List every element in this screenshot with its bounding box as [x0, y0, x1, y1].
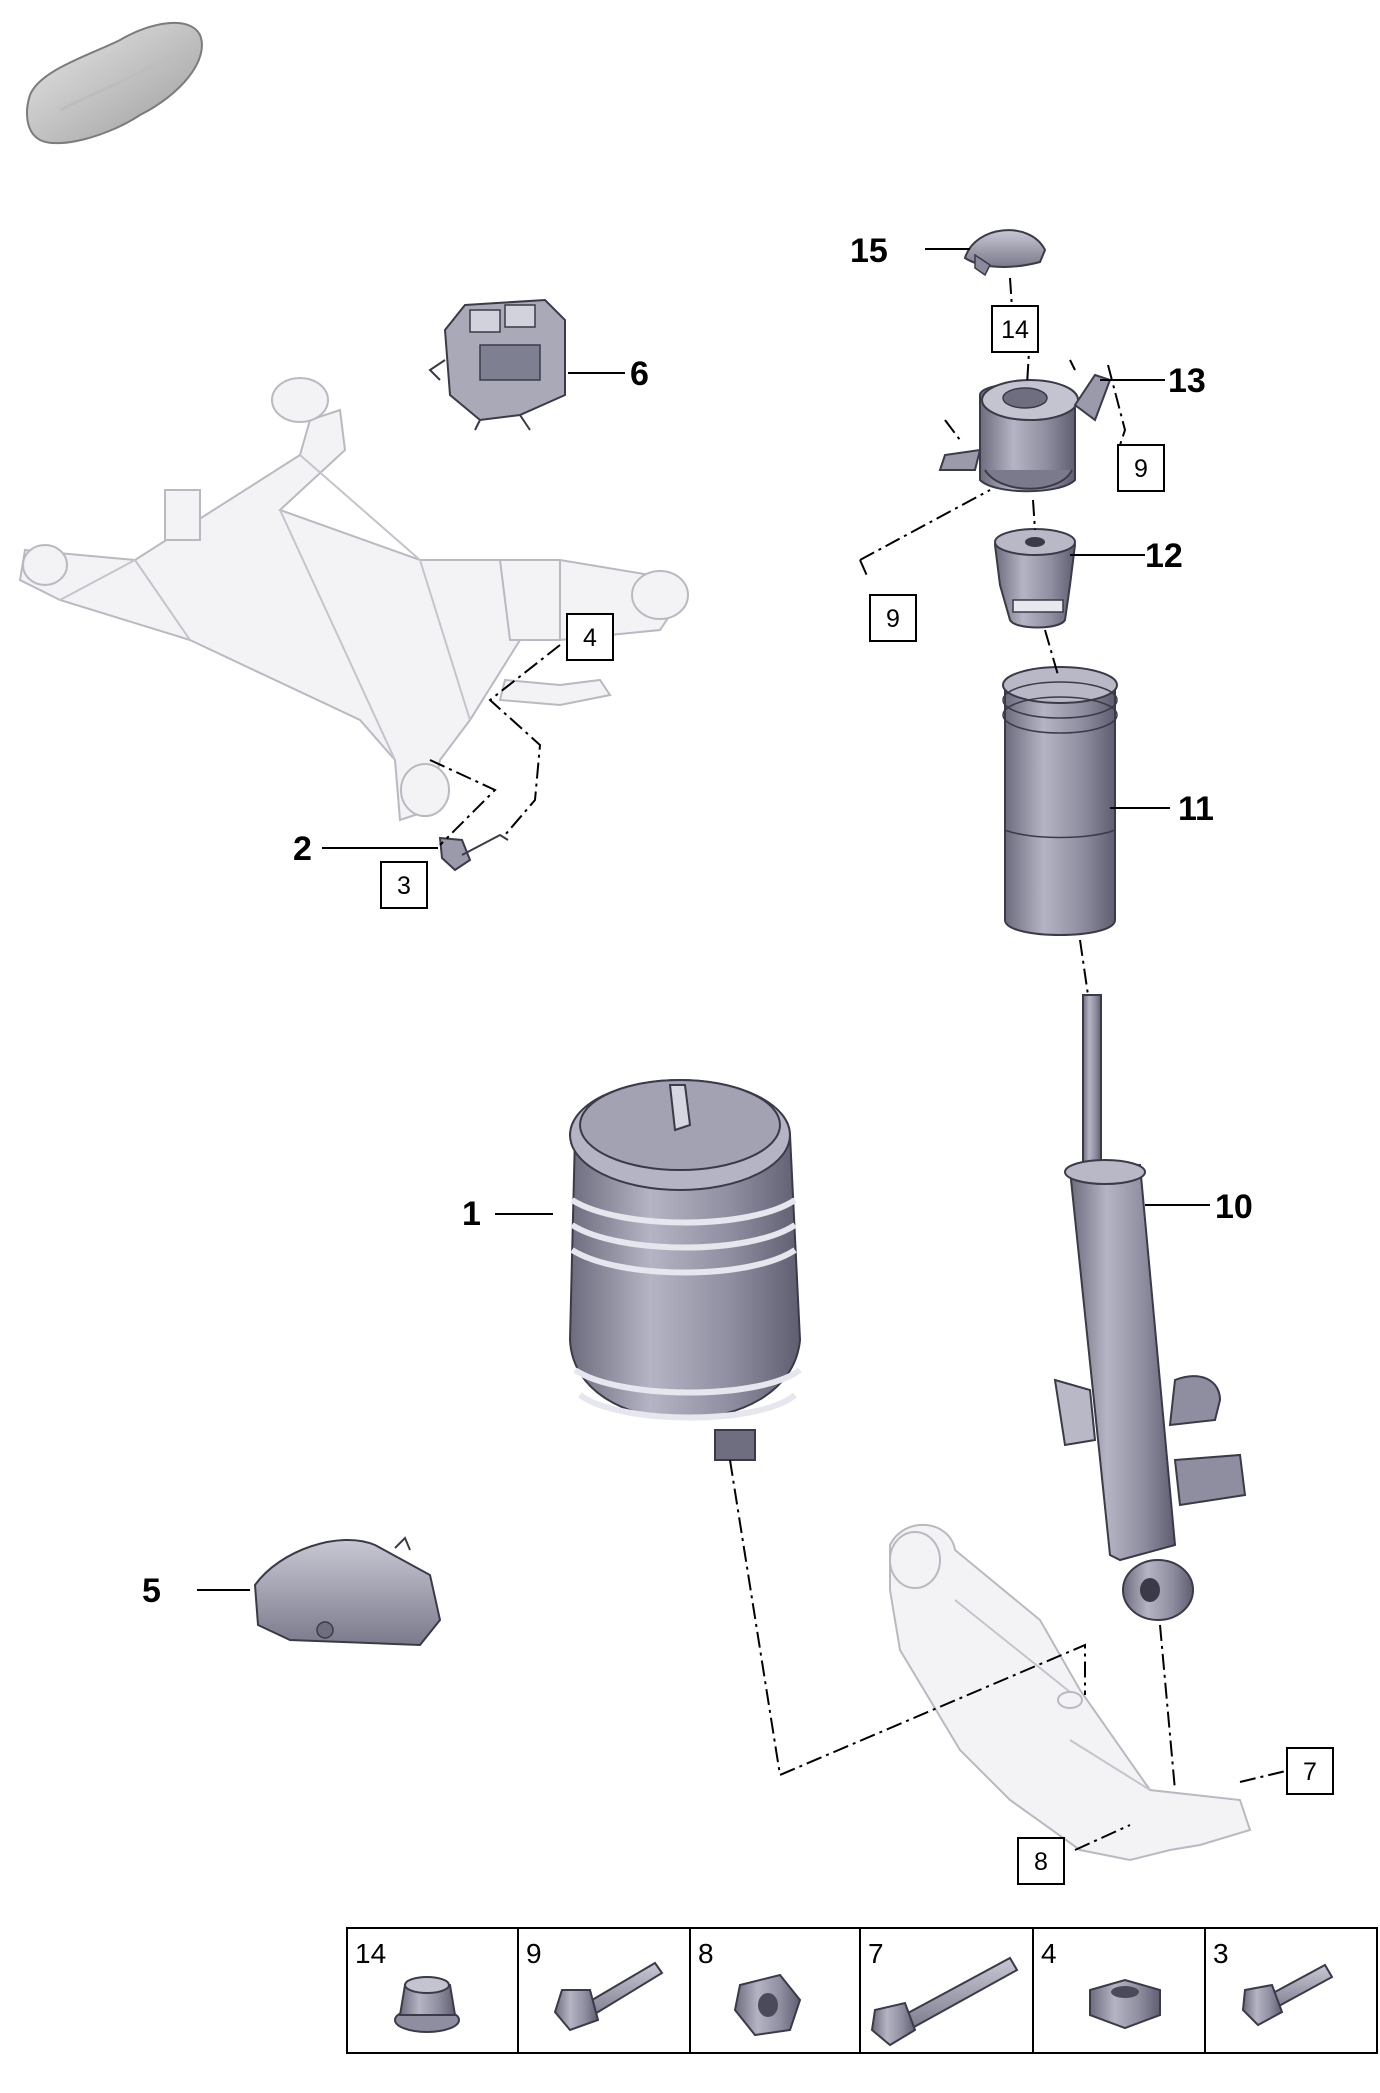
- callout-5: 5: [142, 1572, 161, 1610]
- callout-10: 10: [1215, 1188, 1253, 1226]
- flange-nut-icon: [394, 1976, 460, 2033]
- ref-box-4: 4: [583, 624, 597, 652]
- ref-box-9-top: 9: [1134, 455, 1148, 483]
- shock-absorber-part: [1053, 994, 1247, 1621]
- vehicle-thumbnail-icon: [26, 21, 203, 145]
- protective-tube-part: [1002, 666, 1118, 936]
- top-mount-part: [938, 373, 1112, 493]
- callout-12: 12: [1145, 537, 1183, 575]
- short-bolt-icon: [1241, 1963, 1334, 2027]
- table-number-3: 3: [1213, 1938, 1229, 1969]
- table-number-14: 14: [355, 1938, 386, 1969]
- callout-1: 1: [462, 1195, 481, 1233]
- table-number-9: 9: [526, 1938, 542, 1969]
- callout-13: 13: [1168, 362, 1206, 400]
- ref-box-7: 7: [1303, 1758, 1317, 1786]
- callout-numbers: 15 13 12 11 10 6 2 1 5: [142, 232, 1253, 1610]
- level-sensor-part: [438, 833, 509, 872]
- callout-2: 2: [293, 830, 312, 868]
- callout-15: 15: [850, 232, 888, 270]
- rear-subframe-ghost: [18, 377, 689, 822]
- ref-box-3: 3: [397, 872, 411, 900]
- control-unit-cover-part: [253, 1536, 442, 1647]
- ref-box-14: 14: [1001, 316, 1029, 344]
- ref-box-9-left: 9: [886, 605, 900, 633]
- valve-block-part: [428, 298, 566, 431]
- ref-box-8: 8: [1034, 1848, 1048, 1876]
- bolt-icon: [553, 1961, 664, 2032]
- nut-icon: [733, 1973, 802, 2037]
- leader-lines: [197, 248, 1210, 1591]
- boxed-refs: 14 9 9 4 3 7 8: [380, 305, 1334, 1885]
- lower-control-arm-ghost: [889, 1523, 1252, 1862]
- table-number-4: 4: [1041, 1938, 1057, 1969]
- bump-stop-part: [993, 528, 1077, 629]
- dust-cap-part: [963, 229, 1047, 277]
- callout-6: 6: [630, 355, 649, 393]
- air-spring-part: [568, 1079, 802, 1461]
- hex-nut-icon: [1089, 1978, 1161, 2030]
- table-number-8: 8: [698, 1938, 714, 1969]
- fastener-table: 14 9 8 7 4 3: [346, 1927, 1378, 2054]
- long-bolt-icon: [870, 1956, 1019, 2047]
- callout-11: 11: [1178, 790, 1214, 828]
- table-number-7: 7: [868, 1938, 884, 1969]
